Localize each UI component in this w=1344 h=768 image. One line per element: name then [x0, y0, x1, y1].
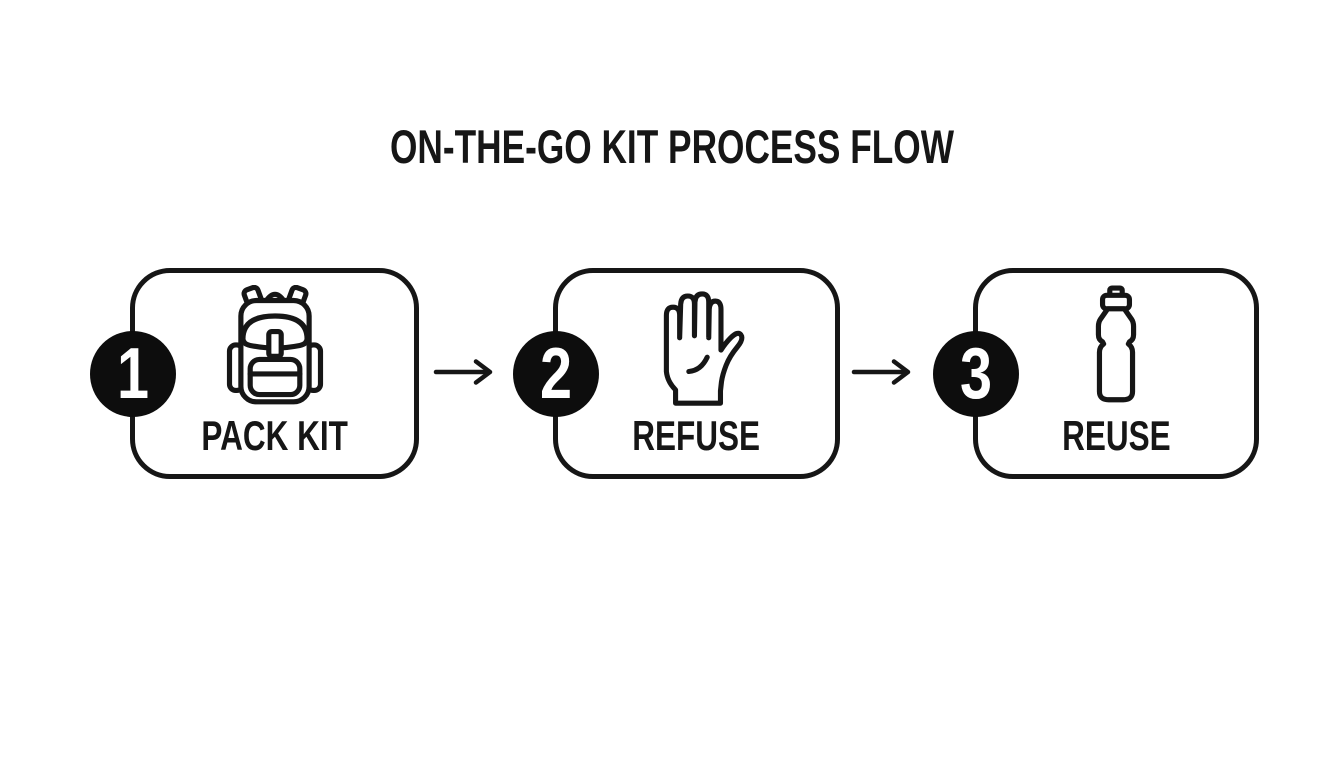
step-number: 2: [539, 333, 573, 414]
step-number: 1: [116, 333, 150, 414]
step-number-badge: 1: [90, 330, 176, 417]
flow-arrow-icon: [433, 358, 497, 391]
step-box-pack-kit: 1 PACK KIT: [90, 268, 419, 479]
step-box-refuse: 2 REFUSE: [513, 268, 840, 479]
step-number: 3: [959, 333, 993, 414]
step-number-badge: 2: [513, 330, 599, 417]
diagram-title-text: ON-THE-GO KIT PROCESS FLOW: [389, 120, 954, 173]
step-label: REFUSE: [632, 412, 761, 459]
water-bottle-icon: [1084, 283, 1148, 409]
flow-arrow-icon: [851, 358, 915, 391]
diagram-title: ON-THE-GO KIT PROCESS FLOW: [0, 123, 1344, 170]
hand-stop-icon: [647, 283, 747, 409]
step-number-badge: 3: [933, 330, 1019, 417]
backpack-icon: [223, 283, 327, 409]
step-label: REUSE: [1061, 412, 1171, 459]
step-box-reuse: 3 REUSE: [933, 268, 1259, 479]
step-label: PACK KIT: [201, 412, 348, 459]
